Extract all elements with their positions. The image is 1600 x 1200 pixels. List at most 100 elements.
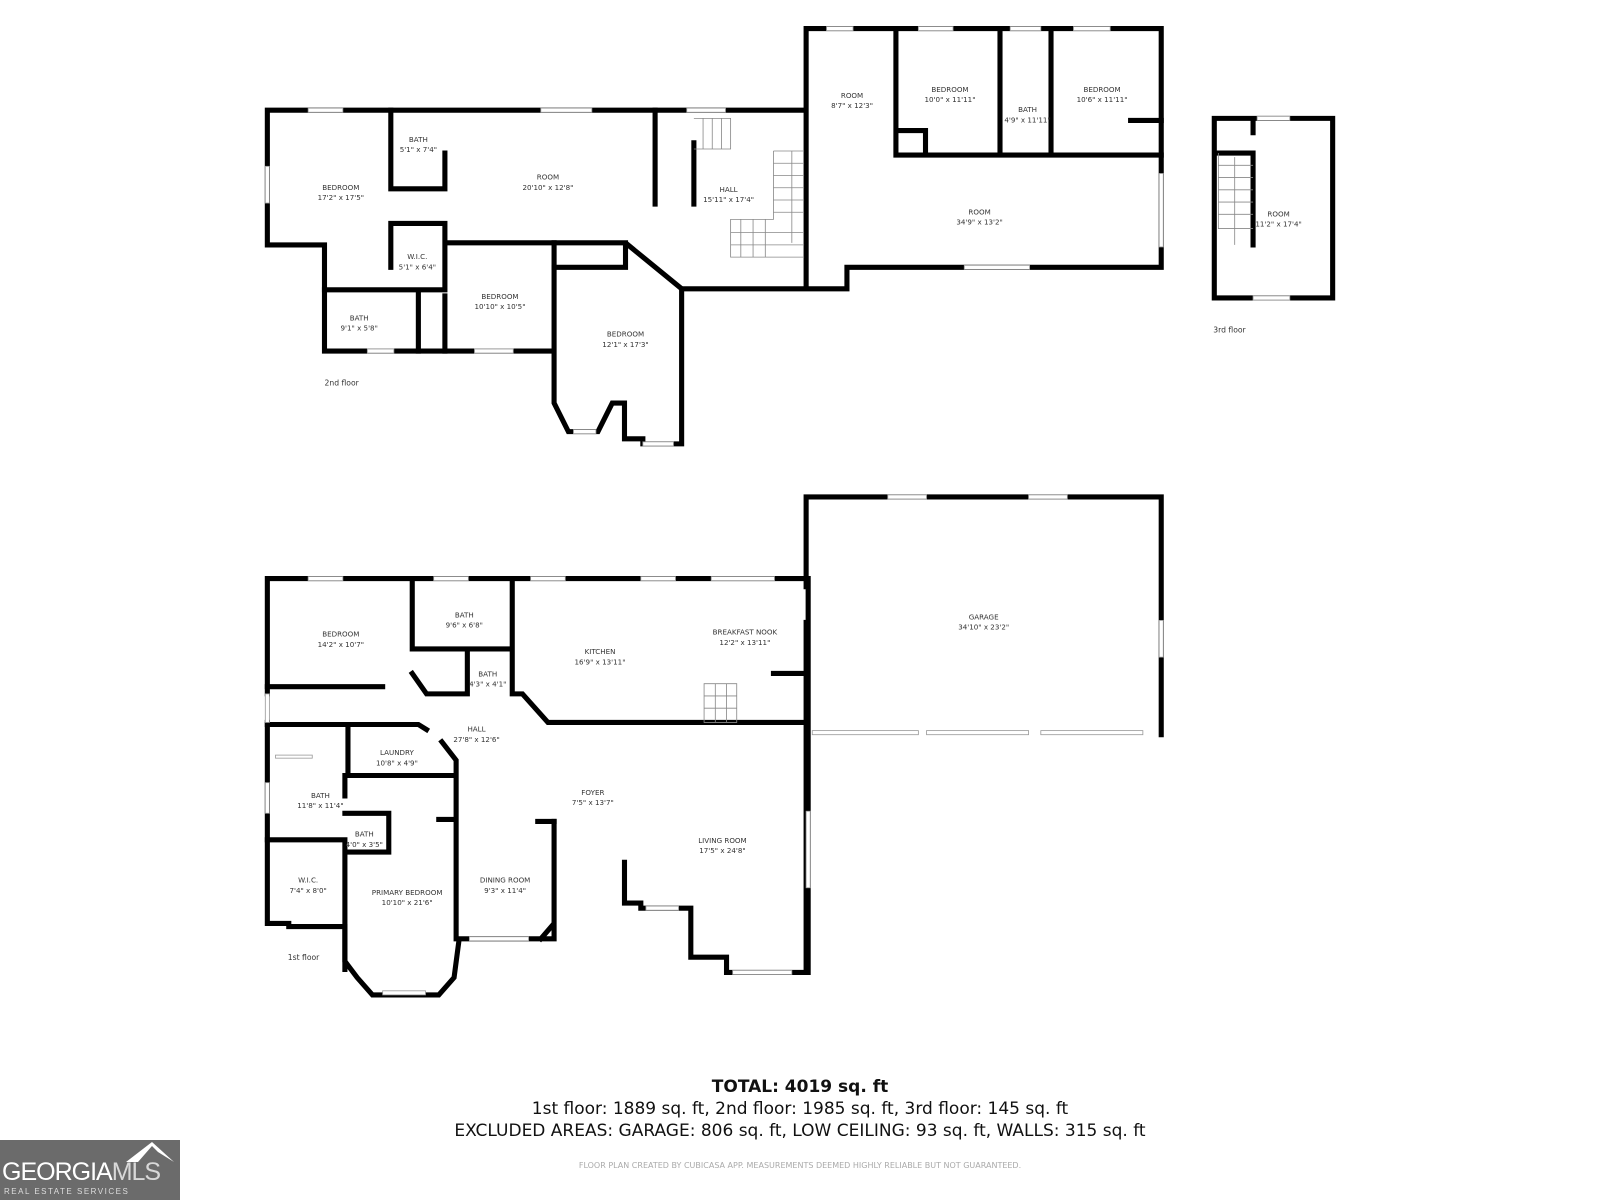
room-dimensions: 9'3" x 11'4" — [484, 886, 526, 895]
room-name: BEDROOM — [322, 183, 359, 192]
disclaimer: FLOOR PLAN CREATED BY CUBICASA APP. MEAS… — [578, 1161, 1022, 1170]
room-dimensions: 5'1" x 7'4" — [400, 145, 437, 154]
room-dimensions: 12'2" x 13'11" — [719, 638, 770, 647]
room-dimensions: 34'10" x 23'2" — [958, 623, 1009, 632]
room-name: BEDROOM — [322, 630, 359, 639]
room-name: ROOM — [841, 91, 863, 100]
room-name: LAUNDRY — [380, 748, 415, 757]
room-name: BEDROOM — [931, 85, 968, 94]
floor-areas: 1st floor: 1889 sq. ft, 2nd floor: 1985 … — [531, 1099, 1069, 1119]
room-dimensions: 34'9" x 13'2" — [956, 217, 1002, 226]
room-name: FOYER — [581, 788, 604, 797]
floor-label-3rd: 3rd floor — [1213, 326, 1246, 335]
room-dimensions: 17'5" x 24'8" — [699, 846, 745, 855]
room-name: BEDROOM — [481, 292, 518, 301]
room-dimensions: 9'1" x 5'8" — [341, 324, 378, 333]
room-dimensions: 4'9" x 11'11" — [1004, 115, 1050, 124]
room-dimensions: 8'7" x 12'3" — [831, 101, 873, 110]
first-floor-walls — [264, 494, 1164, 998]
room-name: GARAGE — [969, 612, 999, 621]
room-name: LIVING ROOM — [698, 836, 746, 845]
room-dimensions: 14'2" x 10'7" — [318, 640, 364, 649]
room-dimensions: 10'10" x 10'5" — [475, 302, 526, 311]
room-dimensions: 11'2" x 17'4" — [1255, 220, 1301, 229]
room-name: BATH — [350, 313, 369, 322]
total-area: TOTAL: 4019 sq. ft — [711, 1077, 889, 1097]
room-name: HALL — [719, 185, 737, 194]
room-name: W.I.C. — [298, 876, 318, 885]
room-dimensions: 7'4" x 8'0" — [289, 886, 326, 895]
room-name: BATH — [455, 610, 474, 619]
room-dimensions: 10'6" x 11'11" — [1077, 95, 1128, 104]
room-name: KITCHEN — [585, 647, 616, 656]
room-dimensions: 4'0" x 3'5" — [346, 840, 383, 849]
room-dimensions: 9'6" x 6'8" — [446, 621, 483, 630]
room-dimensions: 16'9" x 13'11" — [575, 657, 626, 666]
floor-label-2nd: 2nd floor — [324, 379, 359, 388]
room-name: DINING ROOM — [480, 876, 530, 885]
room-label: W.I.C.7'4" x 8'0" — [289, 876, 326, 895]
excluded-areas: EXCLUDED AREAS: GARAGE: 806 sq. ft, LOW … — [454, 1121, 1146, 1141]
second-floor-walls — [264, 26, 1164, 447]
room-name: W.I.C. — [407, 252, 427, 261]
room-dimensions: 20'10" x 12'8" — [522, 183, 573, 192]
logo-wordmark: GEORGIAMLS — [2, 1158, 161, 1186]
room-dimensions: 10'10" x 21'6" — [382, 898, 433, 907]
room-name: HALL — [467, 725, 485, 734]
room-name: ROOM — [1267, 209, 1289, 218]
room-dimensions: 11'8" x 11'4" — [297, 801, 343, 810]
room-dimensions: 10'0" x 11'11" — [925, 95, 976, 104]
room-name: BATH — [355, 830, 374, 839]
room-name: BEDROOM — [607, 330, 644, 339]
room-name: BREAKFAST NOOK — [713, 628, 778, 637]
room-name: BATH — [311, 791, 330, 800]
room-dimensions: 10'8" x 4'9" — [376, 758, 418, 767]
floor-label-1st: 1st floor — [288, 953, 320, 962]
room-dimensions: 15'11" x 17'4" — [703, 195, 754, 204]
room-name: BATH — [478, 670, 497, 679]
room-name: ROOM — [537, 173, 559, 182]
room-name: PRIMARY BEDROOM — [372, 888, 443, 897]
room-dimensions: 12'1" x 17'3" — [602, 340, 648, 349]
room-label: BATH 9'1" x 5'8" — [341, 313, 378, 332]
room-dimensions: 27'8" x 12'6" — [453, 735, 499, 744]
staircase — [693, 117, 805, 258]
room-label: ROOM 11'2" x 17'4" — [1255, 209, 1301, 228]
georgia-mls-logo: GEORGIAMLS REAL ESTATE SERVICES — [0, 1140, 180, 1200]
room-label: W.I.C.5'1" x 6'4" — [399, 252, 436, 271]
room-label: GARAGE 34'10" x 23'2" — [958, 612, 1009, 631]
room-name: BATH — [409, 135, 428, 144]
logo-tagline: REAL ESTATE SERVICES — [4, 1187, 130, 1196]
room-label: BATH 9'6" x 6'8" — [446, 610, 483, 629]
mountain-icon — [126, 1142, 174, 1162]
room-name: BATH — [1018, 105, 1037, 114]
room-name: ROOM — [968, 207, 990, 216]
room-name: BEDROOM — [1083, 85, 1120, 94]
room-dimensions: 17'2" x 17'5" — [318, 193, 364, 202]
third-floor-walls — [1211, 115, 1336, 301]
